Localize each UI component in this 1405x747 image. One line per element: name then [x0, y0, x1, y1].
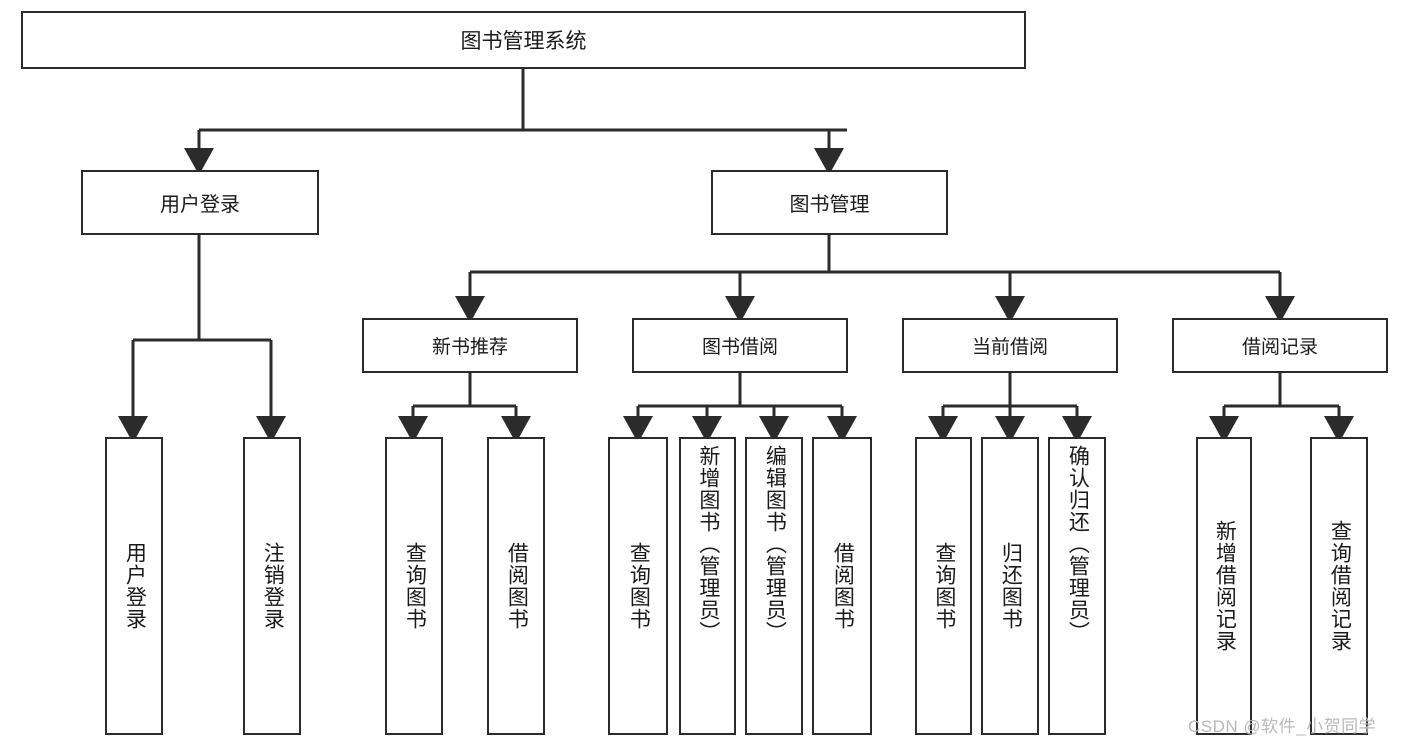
- node-leaf-query-borrow-record[interactable]: 查询借阅记录: [1310, 437, 1368, 735]
- watermark: CSDN @软件_小贺同学: [1188, 717, 1377, 736]
- node-leaf-add-borrow-record[interactable]: 新增借阅记录: [1196, 437, 1252, 735]
- node-leaf-query-book-3-label: 查询图书: [932, 542, 956, 630]
- node-leaf-edit-book-admin[interactable]: 编辑图书（管理员）: [745, 437, 803, 735]
- node-new-book-recommend[interactable]: 新书推荐: [362, 318, 578, 373]
- node-leaf-query-borrow-record-label: 查询借阅记录: [1328, 520, 1352, 652]
- node-leaf-query-book-3[interactable]: 查询图书: [915, 437, 972, 735]
- node-leaf-add-book-admin[interactable]: 新增图书（管理员）: [679, 437, 736, 735]
- node-leaf-logout-login[interactable]: 注销登录: [243, 437, 301, 735]
- node-user-login-label: 用户登录: [160, 194, 240, 216]
- node-leaf-add-borrow-record-label: 新增借阅记录: [1213, 520, 1237, 652]
- node-leaf-borrow-book-1-label: 借阅图书: [505, 542, 529, 630]
- node-current-borrow[interactable]: 当前借阅: [902, 318, 1118, 373]
- node-leaf-add-book-admin-label: 新增图书（管理员）: [696, 445, 720, 643]
- node-leaf-confirm-return-admin[interactable]: 确认归还（管理员）: [1048, 437, 1106, 735]
- node-borrow-record-label: 借阅记录: [1241, 337, 1318, 358]
- node-leaf-query-book-1-label: 查询图书: [403, 542, 427, 630]
- node-book-manage-label: 图书管理: [789, 194, 870, 216]
- node-leaf-logout-login-label: 注销登录: [261, 542, 285, 630]
- node-leaf-user-login[interactable]: 用户登录: [105, 437, 163, 735]
- node-leaf-return-book[interactable]: 归还图书: [981, 437, 1039, 735]
- node-new-book-recommend-label: 新书推荐: [431, 337, 508, 358]
- node-book-manage[interactable]: 图书管理: [711, 170, 948, 235]
- node-book-borrow[interactable]: 图书借阅: [632, 318, 848, 373]
- node-leaf-edit-book-admin-label: 编辑图书（管理员）: [763, 445, 787, 643]
- node-leaf-borrow-book-2-label: 借阅图书: [831, 542, 855, 630]
- node-borrow-record[interactable]: 借阅记录: [1172, 318, 1388, 373]
- node-leaf-query-book-2-label: 查询图书: [627, 542, 651, 630]
- node-root[interactable]: 图书管理系统: [21, 11, 1026, 69]
- node-leaf-borrow-book-1[interactable]: 借阅图书: [487, 437, 545, 735]
- node-leaf-query-book-2[interactable]: 查询图书: [608, 437, 668, 735]
- node-leaf-return-book-label: 归还图书: [999, 542, 1023, 630]
- node-leaf-confirm-return-admin-label: 确认归还（管理员）: [1066, 445, 1090, 643]
- node-book-borrow-label: 图书借阅: [701, 337, 778, 358]
- node-leaf-borrow-book-2[interactable]: 借阅图书: [812, 437, 872, 735]
- node-leaf-user-login-label: 用户登录: [123, 542, 147, 630]
- node-current-borrow-label: 当前借阅: [971, 337, 1048, 358]
- node-leaf-query-book-1[interactable]: 查询图书: [385, 437, 443, 735]
- node-root-label: 图书管理系统: [460, 30, 587, 53]
- node-user-login[interactable]: 用户登录: [81, 170, 319, 235]
